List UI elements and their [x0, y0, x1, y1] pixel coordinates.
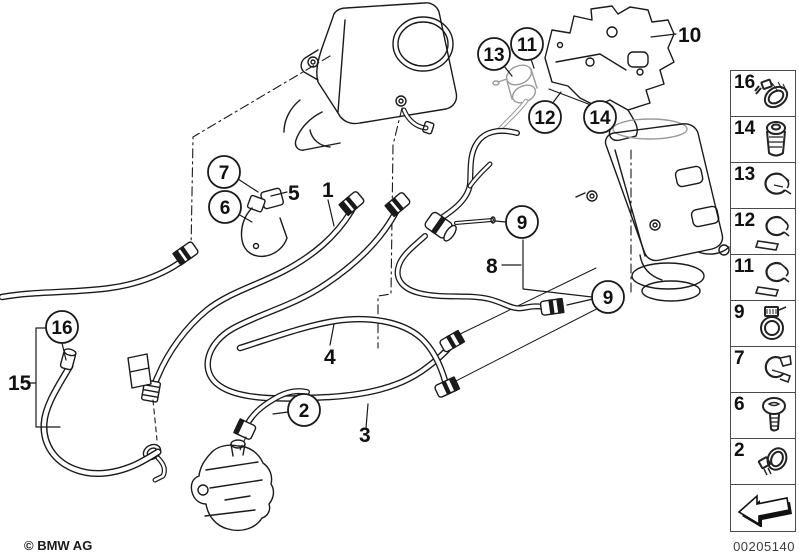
label-4[interactable]: 4 — [324, 346, 336, 369]
sidebar-item-arrow[interactable] — [731, 485, 795, 531]
sidebar-item-label: 11 — [734, 256, 755, 277]
svg-text:9[interactable]: 9 — [517, 213, 528, 234]
hose-connector — [172, 241, 199, 266]
inline-connector — [424, 211, 457, 242]
pan-screw-icon — [752, 395, 794, 442]
svg-text:13[interactable]: 13 — [483, 45, 504, 66]
group-dash-leaders — [152, 399, 247, 451]
clip-icon — [752, 165, 794, 212]
group-plain-labels: 15 5 1 8 4 3 10 — [8, 24, 701, 447]
auxiliary-radiator — [575, 118, 730, 302]
sidebar-item-label: 12 — [734, 210, 756, 231]
clip-base-icon — [752, 257, 794, 304]
svg-text:7[interactable]: 7 — [219, 163, 230, 184]
sidebar-item-16[interactable]: 16 — [731, 71, 795, 117]
group-port-leaders — [451, 267, 619, 384]
sidebar-item-label: 13 — [734, 164, 756, 185]
electric-coolant-pump — [190, 439, 275, 532]
expansion-tank — [283, 2, 458, 151]
hose-label-flag — [127, 353, 152, 389]
vent-valve — [492, 64, 538, 133]
hose-connector — [384, 192, 411, 218]
label-15[interactable]: 15 — [8, 372, 32, 395]
fastener-sidebar: 16 14 13 — [730, 70, 796, 532]
band-clamp-icon — [752, 303, 794, 350]
dash-leader — [239, 436, 247, 451]
group-callouts: 7 6 16 2 9 9 1 — [45, 27, 625, 427]
sidebar-item-label: 9 — [734, 302, 745, 323]
clip-base-icon — [752, 211, 794, 258]
holder-clip-icon — [752, 349, 794, 396]
worm-clamp-icon — [752, 73, 794, 120]
hose-1 — [149, 206, 356, 391]
callout-14[interactable]: 14 — [583, 100, 617, 134]
hose-connector — [434, 376, 461, 398]
sidebar-item-9[interactable]: 9 — [731, 301, 795, 347]
label-5[interactable]: 5 — [288, 182, 300, 205]
svg-text:16[interactable]: 16 — [51, 318, 72, 339]
label-1[interactable]: 1 — [322, 179, 334, 202]
callout-11[interactable]: 11 — [510, 27, 544, 61]
group-connectors — [59, 187, 565, 440]
sidebar-item-11[interactable]: 11 — [731, 255, 795, 301]
callout-13[interactable]: 13 — [477, 37, 511, 71]
torx-screw-icon — [752, 119, 794, 166]
label-8[interactable]: 8 — [486, 255, 498, 278]
sidebar-item-2[interactable]: 2 — [731, 439, 795, 485]
label-10[interactable]: 10 — [678, 24, 701, 47]
divider-line — [190, 55, 331, 251]
callout-9b[interactable]: 9 — [591, 280, 625, 314]
svg-text:12[interactable]: 12 — [534, 108, 555, 129]
direction-arrow-icon — [733, 489, 793, 532]
hose-connector — [338, 191, 365, 217]
sidebar-item-14[interactable]: 14 — [731, 117, 795, 163]
hose-connector — [539, 297, 565, 316]
label-3[interactable]: 3 — [359, 424, 371, 447]
group-callout-leaders — [26, 33, 677, 429]
svg-text:11[interactable]: 11 — [517, 35, 538, 56]
dash-leader — [152, 399, 158, 441]
diagram-number: 00205140 — [733, 539, 795, 554]
sidebar-item-12[interactable]: 12 — [731, 209, 795, 255]
group-hoses — [0, 127, 548, 477]
callout-12[interactable]: 12 — [528, 100, 562, 134]
hose-connector — [233, 418, 257, 440]
sidebar-item-7[interactable]: 7 — [731, 347, 795, 393]
hose-end-fitting — [59, 348, 77, 371]
callout-2[interactable]: 2 — [287, 393, 321, 427]
svg-text:9[interactable]: 9 — [603, 288, 614, 309]
callout-6[interactable]: 6 — [208, 190, 242, 224]
sidebar-item-label: 16 — [734, 72, 756, 93]
callout-7[interactable]: 7 — [207, 155, 241, 189]
svg-text:6[interactable]: 6 — [220, 198, 231, 219]
divider-line — [377, 107, 403, 349]
mini-clamp-icon — [752, 441, 794, 488]
callout-9a[interactable]: 9 — [505, 205, 539, 239]
hose-connector — [439, 329, 466, 353]
sidebar-item-label: 14 — [734, 118, 756, 139]
sidebar-item-label: 7 — [734, 348, 745, 369]
leader-line — [455, 267, 597, 337]
group-divider-lines — [190, 55, 632, 349]
sidebar-item-6[interactable]: 6 — [731, 393, 795, 439]
sidebar-item-label: 6 — [734, 394, 745, 415]
sidebar-item-13[interactable]: 13 — [731, 163, 795, 209]
leader-line — [451, 297, 619, 384]
clip-part-5 — [240, 187, 288, 258]
sidebar-item-label: 2 — [734, 440, 745, 461]
copyright-notice: © BMW AG — [24, 538, 93, 553]
svg-text:2[interactable]: 2 — [299, 401, 310, 422]
svg-text:14[interactable]: 14 — [589, 108, 611, 129]
callout-16[interactable]: 16 — [45, 310, 79, 344]
tank-cap-opening — [392, 16, 454, 72]
